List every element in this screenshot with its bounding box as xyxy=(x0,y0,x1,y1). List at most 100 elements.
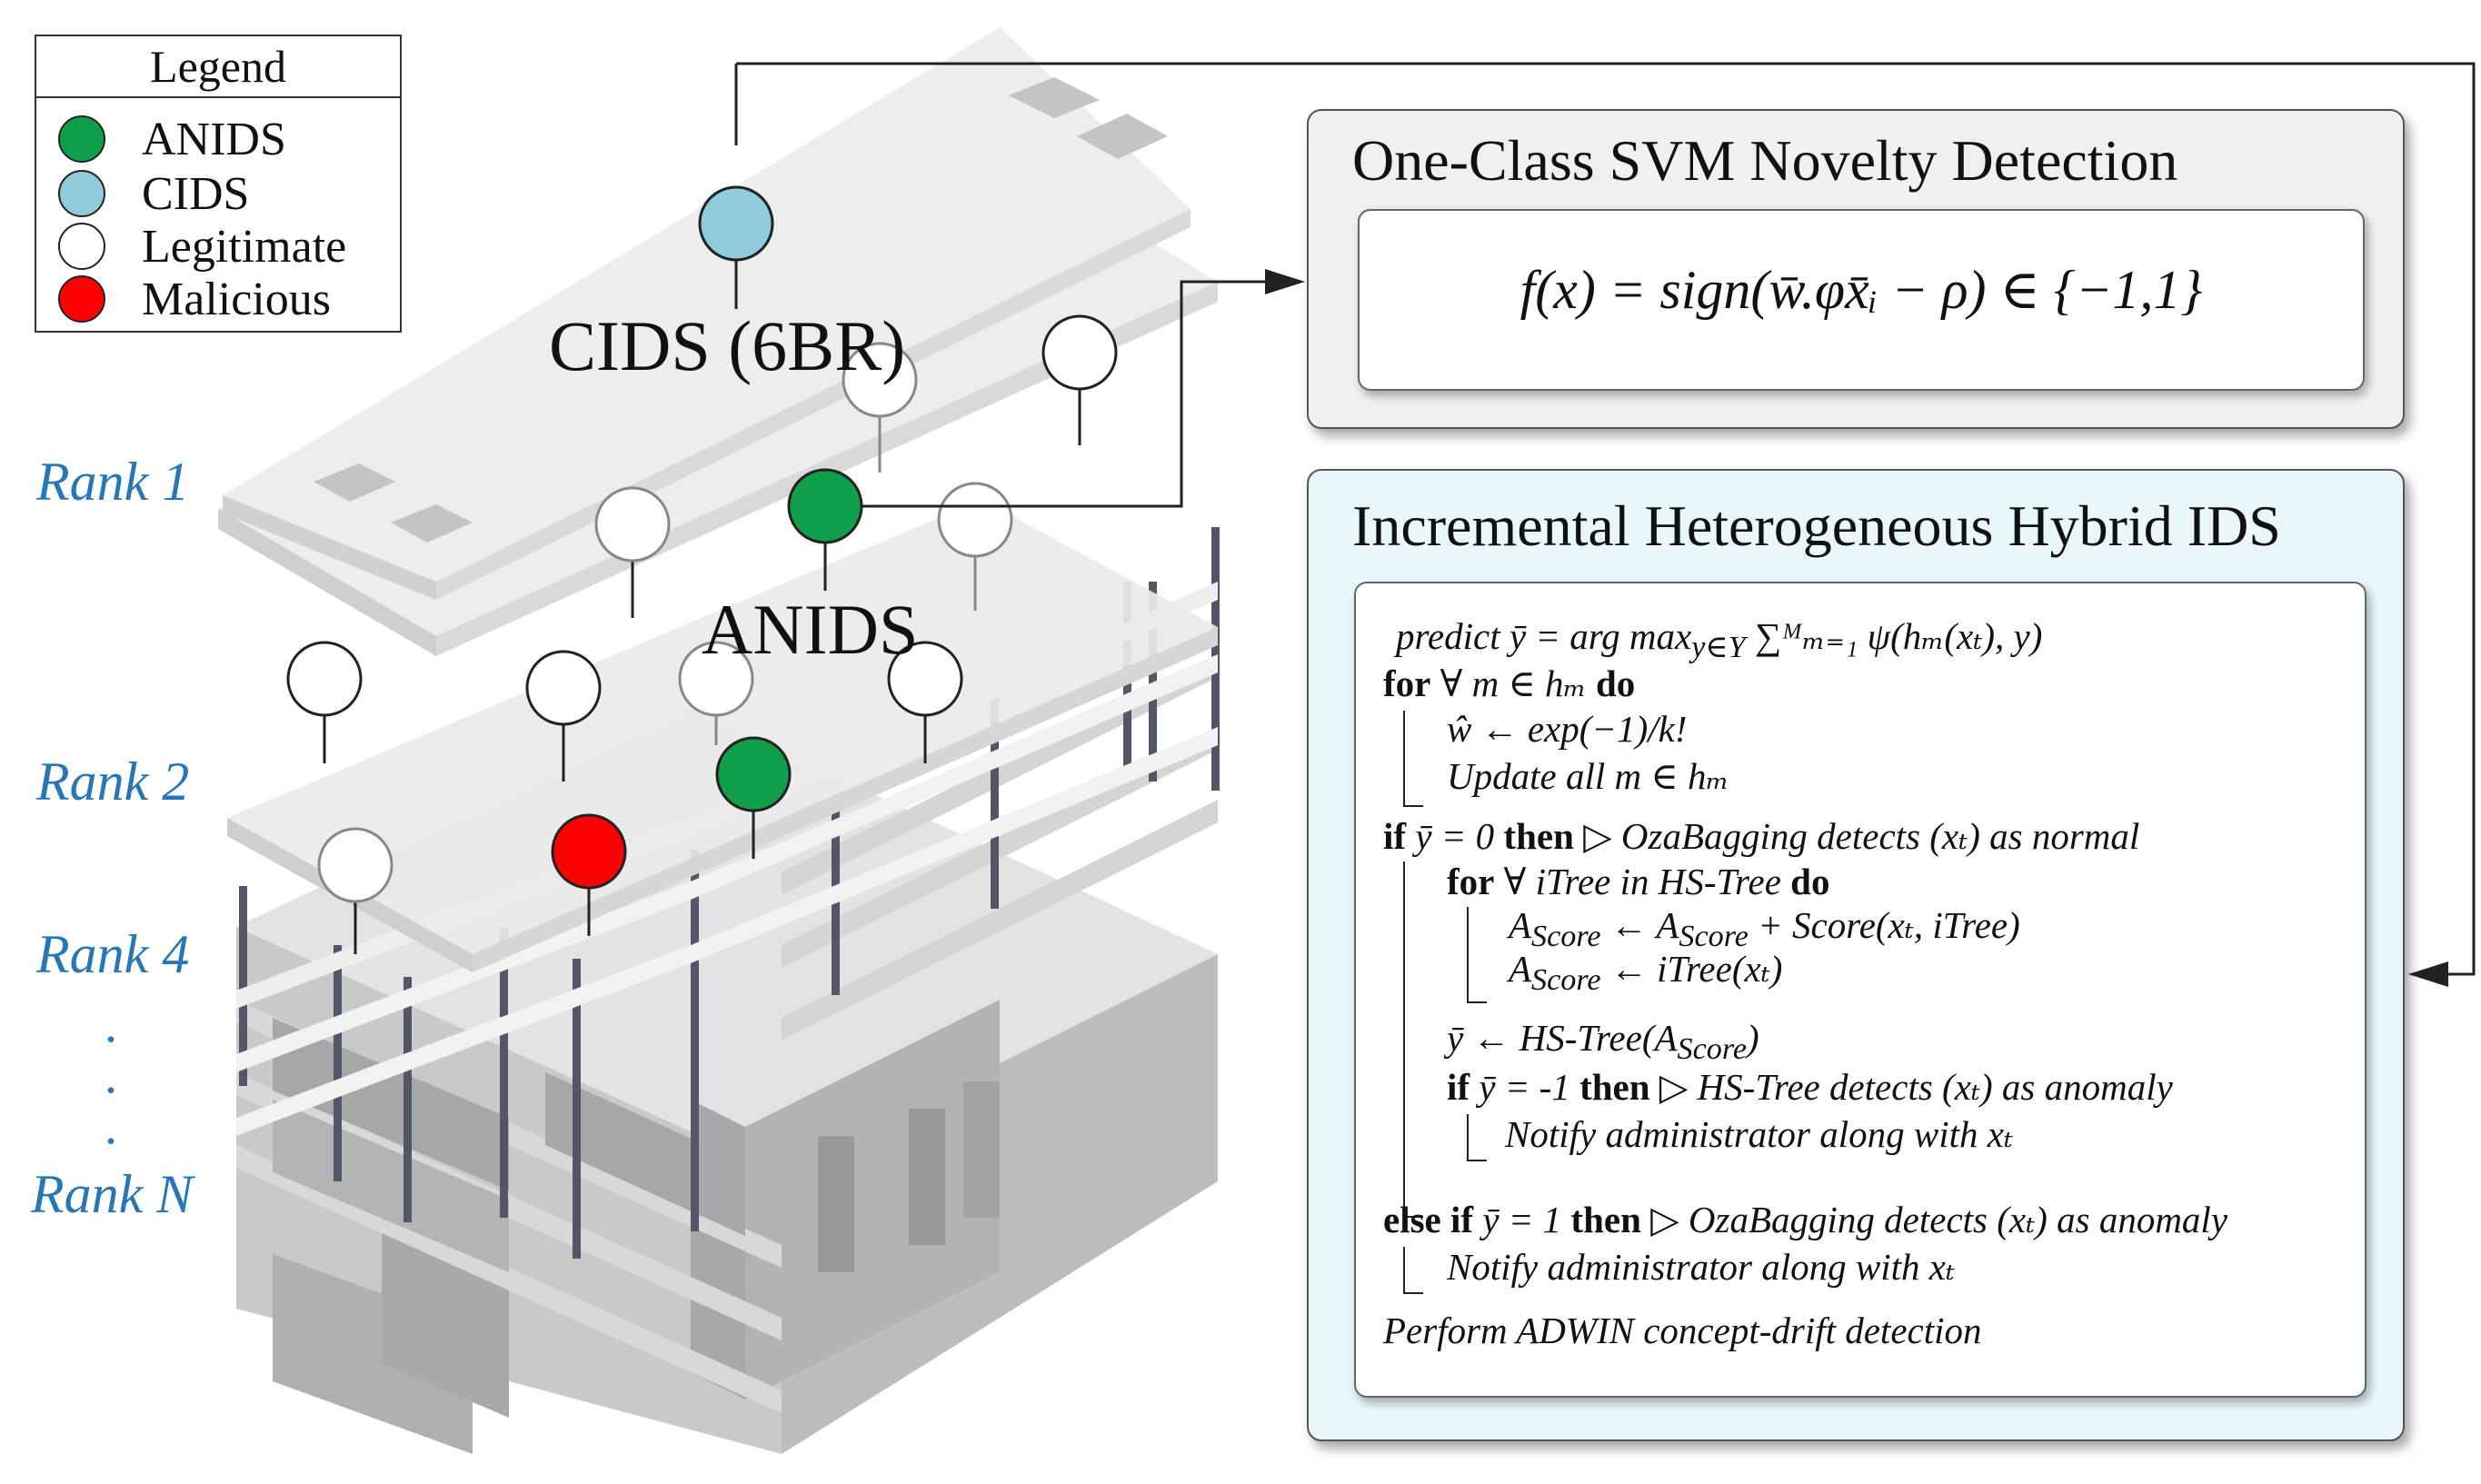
algo-text: ← A xyxy=(1600,904,1679,946)
algo-line-hstree: ȳ ← HS-Tree(AScore) xyxy=(1447,1016,1759,1067)
svm-panel: One-Class SVM Novelty Detection f(x) = s… xyxy=(1307,109,2405,429)
svm-formula: f(x) = sign(w̄.φx̄ᵢ − ρ) ∈ {−1,1} xyxy=(1519,260,2203,320)
arrowheads xyxy=(1265,269,2448,987)
algo-keyword: then xyxy=(1570,1199,1641,1240)
node-legitimate xyxy=(525,650,602,726)
algo-keyword: then xyxy=(1503,815,1574,857)
node-legitimate xyxy=(1041,314,1118,391)
algo-line-weight: ŵ ← exp(−1)/k! xyxy=(1447,708,1688,750)
ids-panel-title: Incremental Heterogeneous Hybrid IDS xyxy=(1352,493,2281,558)
algo-line-if-normal: if ȳ = 0 then ▷ OzaBagging detects (xₜ) … xyxy=(1383,814,2139,858)
algo-line-score-tree: AScore ← iTree(xₜ) xyxy=(1509,947,1782,998)
legend-item-anids: ANIDS xyxy=(58,113,286,165)
cids-marker-icon xyxy=(58,170,105,217)
legend: Legend ANIDS CIDS Legitimate Malicious xyxy=(35,35,402,333)
algorithm-box: predict ȳ = arg maxy∈Y ∑ᴹₘ₌₁ ψ(hₘ(xₜ), y… xyxy=(1354,582,2366,1398)
algo-keyword: if xyxy=(1447,1066,1470,1108)
algo-keyword: if xyxy=(1383,815,1407,857)
node-group xyxy=(286,64,1118,954)
algo-line-adwin: Perform ADWIN concept-drift detection xyxy=(1383,1310,1982,1351)
legend-item-malicious: Malicious xyxy=(58,273,331,325)
algo-text: A xyxy=(1509,948,1532,990)
rank-label-4: Rank 4 xyxy=(36,924,190,984)
algo-text: predict ȳ = arg max xyxy=(1396,615,1692,657)
legend-title: Legend xyxy=(36,36,400,98)
node-legitimate xyxy=(887,641,963,717)
algo-keyword: do xyxy=(1595,662,1636,704)
algo-line-for-itree: for ∀ iTree in HS-Tree do xyxy=(1447,860,1829,903)
algo-line-for: for ∀ m ∈ hₘ do xyxy=(1383,662,1635,705)
block-bar xyxy=(1467,1114,1469,1160)
building-body xyxy=(236,527,1220,1454)
algo-line-score-sum: AScore ← AScore + Score(xₜ, iTree) xyxy=(1509,903,2020,954)
algo-keyword: for xyxy=(1383,662,1431,704)
legend-item-legitimate: Legitimate xyxy=(58,220,346,273)
rank-label-n: Rank N xyxy=(31,1164,194,1224)
algo-text: ∀ iTree in HS-Tree xyxy=(1494,861,1791,902)
block-bar xyxy=(1403,711,1405,805)
block-bar xyxy=(1403,1247,1405,1292)
block-bar xyxy=(1403,862,1405,1216)
node-legitimate xyxy=(678,641,754,717)
algo-sub: Score xyxy=(1531,920,1601,954)
anids-label: ANIDS xyxy=(702,590,919,669)
node-legitimate xyxy=(842,342,918,418)
block-bar xyxy=(1467,907,1469,1001)
connectors xyxy=(736,62,2476,976)
algo-text: ∀ m ∈ hₘ xyxy=(1430,662,1596,704)
algo-keyword: do xyxy=(1790,861,1830,902)
algo-text: A xyxy=(1509,904,1532,946)
algo-text: ▷ OzaBagging detects (xₜ) as normal xyxy=(1573,815,2140,857)
ids-panel: Incremental Heterogeneous Hybrid IDS pre… xyxy=(1307,469,2405,1441)
legend-label: CIDS xyxy=(142,167,250,220)
algo-text: ▷ HS-Tree detects (xₜ) as anomaly xyxy=(1649,1066,2173,1108)
malicious-marker-icon xyxy=(58,275,105,323)
algo-sub: Score xyxy=(1677,1032,1748,1067)
rank-ellipsis: . . . xyxy=(105,997,117,1155)
algo-text: ▷ OzaBagging detects (xₜ) as anomaly xyxy=(1640,1199,2228,1240)
legend-label: Malicious xyxy=(142,273,331,325)
legend-label: ANIDS xyxy=(142,113,286,165)
legitimate-marker-icon xyxy=(58,223,105,270)
node-legitimate xyxy=(594,486,671,563)
algo-text: ∑ᴹₘ₌₁ ψ(hₘ(xₜ), y) xyxy=(1745,615,2043,657)
block-bar-end xyxy=(1403,1292,1423,1294)
node-legitimate xyxy=(286,641,363,717)
algo-line-notify: Notify administrator along with xₜ xyxy=(1505,1113,2014,1155)
algo-text: ← iTree(xₜ) xyxy=(1600,948,1783,990)
block-bar-end xyxy=(1403,1216,1423,1218)
algo-line-notify: Notify administrator along with xₜ xyxy=(1447,1246,1956,1288)
algo-line-predict: predict ȳ = arg maxy∈Y ∑ᴹₘ₌₁ ψ(hₘ(xₜ), y… xyxy=(1396,614,2042,665)
algo-text: ȳ = 0 xyxy=(1406,815,1504,857)
algo-keyword: else if xyxy=(1383,1199,1474,1240)
algo-line-update: Update all m ∈ hₘ xyxy=(1447,755,1729,797)
algo-text: ȳ = 1 xyxy=(1473,1199,1571,1240)
algo-keyword: for xyxy=(1447,861,1495,902)
node-cids xyxy=(698,185,774,262)
legend-item-cids: CIDS xyxy=(58,167,249,220)
block-bar-end xyxy=(1467,1160,1487,1161)
node-malicious xyxy=(551,813,627,890)
algo-sub: y∈Y xyxy=(1691,631,1746,665)
algo-sub: Score xyxy=(1679,920,1749,954)
rank-label-1: Rank 1 xyxy=(36,452,190,512)
svm-panel-title: One-Class SVM Novelty Detection xyxy=(1352,128,2178,193)
node-anids xyxy=(787,468,863,544)
anids-marker-icon xyxy=(58,115,105,163)
cids-label: CIDS (6BR) xyxy=(549,306,906,385)
algo-line-if-anomaly: if ȳ = -1 then ▷ HS-Tree detects (xₜ) as… xyxy=(1447,1065,2173,1109)
svm-formula-box: f(x) = sign(w̄.φx̄ᵢ − ρ) ∈ {−1,1} xyxy=(1358,209,2365,391)
block-bar-end xyxy=(1467,1001,1487,1003)
node-anids xyxy=(715,736,792,812)
legend-label: Legitimate xyxy=(142,220,347,273)
algo-text: + Score(xₜ, iTree) xyxy=(1748,904,2020,946)
algo-text: ȳ = -1 xyxy=(1470,1066,1580,1108)
algo-line-else-if: else if ȳ = 1 then ▷ OzaBagging detects … xyxy=(1383,1198,2227,1241)
algo-keyword: then xyxy=(1579,1066,1650,1108)
rank-label-2: Rank 2 xyxy=(36,752,190,812)
algo-sub: Score xyxy=(1531,963,1601,998)
node-legitimate xyxy=(937,482,1013,558)
node-legitimate xyxy=(317,827,394,903)
algo-text: ȳ ← HS-Tree(A xyxy=(1447,1017,1678,1059)
